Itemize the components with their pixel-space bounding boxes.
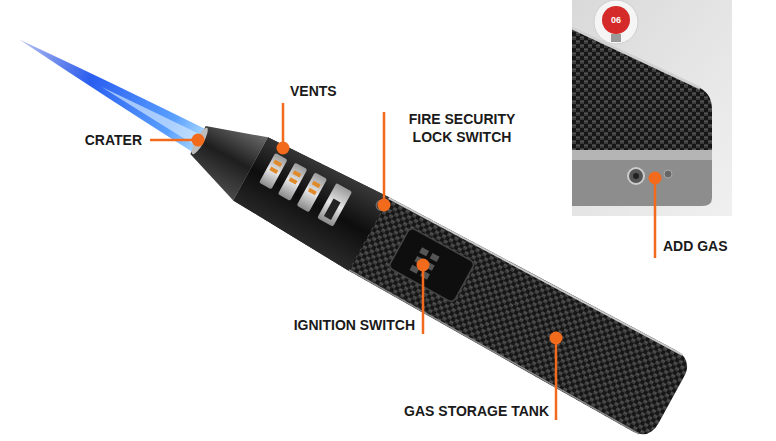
part-label: VENTS: [290, 82, 337, 100]
part-label: ADD GAS: [663, 237, 728, 255]
part-label: IGNITION SWITCH: [294, 316, 415, 334]
part-label: CRATER: [85, 131, 142, 149]
part-label: FIRE SECURITY LOCK SWITCH: [392, 110, 532, 146]
part-label: GAS STORAGE TANK: [404, 402, 549, 420]
button-number: 06: [611, 16, 621, 25]
